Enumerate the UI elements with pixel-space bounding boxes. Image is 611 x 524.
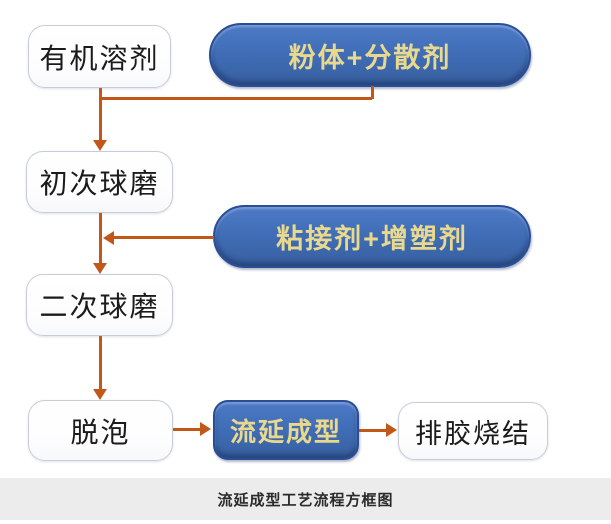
connector-powder-horizontal xyxy=(100,97,372,100)
node-tape-casting: 流延成型 xyxy=(213,400,359,460)
connector-first-to-second-milling xyxy=(98,213,102,264)
connector-casting-to-debinding xyxy=(359,428,387,432)
node-binder-plasticizer: 粘接剂+增塑剂 xyxy=(213,205,531,268)
arrowhead-right-into-casting xyxy=(200,422,211,436)
arrowhead-down-into-first-milling xyxy=(93,140,107,151)
node-organic-solvent: 有机溶剂 xyxy=(28,25,171,88)
caption-text: 流延成型工艺流程方框图 xyxy=(217,491,394,509)
connector-defoaming-to-casting xyxy=(173,427,201,431)
connector-powder-drop xyxy=(370,86,374,99)
node-powder-dispersant: 粉体+分散剂 xyxy=(209,23,531,87)
connector-binder-horizontal xyxy=(114,236,214,239)
caption-bar: 流延成型工艺流程方框图 xyxy=(0,478,611,520)
arrowhead-down-into-second-milling xyxy=(93,263,107,274)
arrowhead-right-into-debinding xyxy=(386,423,397,437)
node-second-ball-milling: 二次球磨 xyxy=(26,274,173,336)
connector-solvent-to-first-milling xyxy=(98,88,102,140)
arrowhead-left-from-binder xyxy=(103,230,114,245)
node-debinding-sintering: 排胶烧结 xyxy=(398,402,548,460)
connector-second-milling-to-defoaming xyxy=(98,336,102,390)
node-defoaming: 脱泡 xyxy=(28,400,173,461)
arrowhead-down-into-defoaming xyxy=(93,389,107,400)
node-first-ball-milling: 初次球磨 xyxy=(26,151,173,213)
